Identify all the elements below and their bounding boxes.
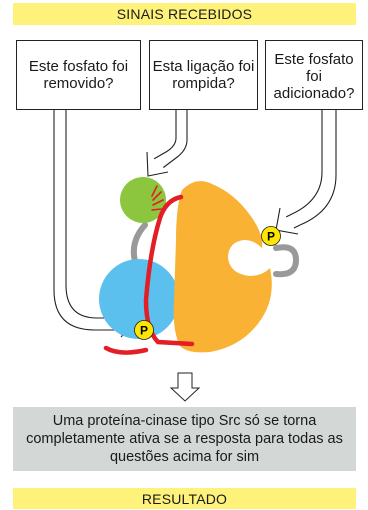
signals-received-header: SINAIS RECEBIDOS <box>13 3 356 25</box>
kinase-domain <box>173 181 272 353</box>
phosphate-top-label: P <box>267 230 275 244</box>
gray-linker-right <box>273 244 300 278</box>
question-phosphate-removed: Este fosfato foi removido? <box>16 40 141 110</box>
arrow-to-top-phosphate <box>275 110 337 235</box>
broken-bond-marks <box>151 185 164 211</box>
sh2-domain <box>99 259 179 339</box>
result-arrow-icon <box>169 372 201 402</box>
sh3-domain <box>120 177 166 223</box>
c-terminal-tail <box>103 345 149 355</box>
phosphate-bottom: P <box>134 320 154 340</box>
question-phosphate-added: Este fosfato foi adicionado? <box>265 40 363 110</box>
phosphate-bottom-label: P <box>140 324 148 338</box>
question-bond-broken: Esta ligação foi rompida? <box>149 40 258 110</box>
result-statement: Uma proteína-cinase tipo Src só se torna… <box>13 407 356 471</box>
result-footer: RESULTADO <box>13 488 356 509</box>
arrow-to-broken-bond <box>146 110 188 177</box>
phosphate-top: P <box>261 226 281 246</box>
